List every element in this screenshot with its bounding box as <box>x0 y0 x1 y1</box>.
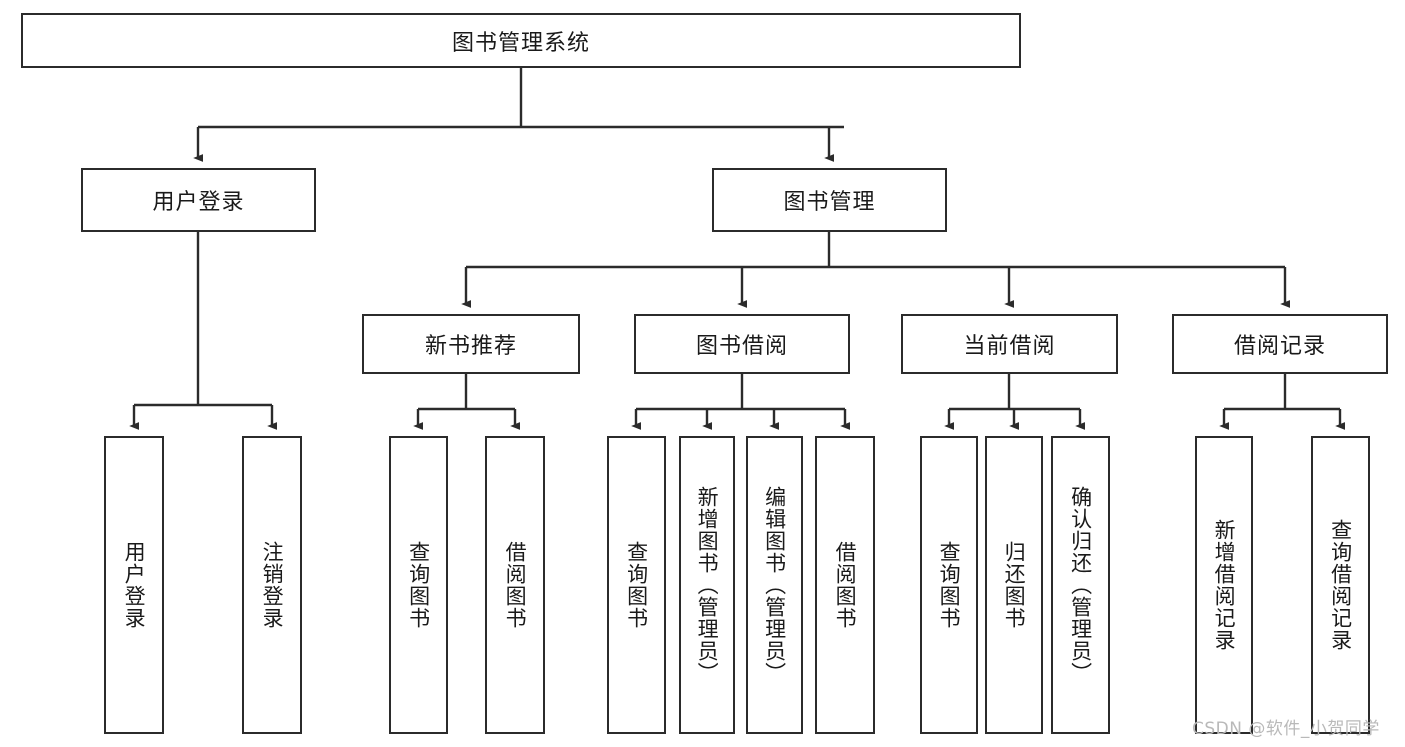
leaf-confirm-return-admin-label: 确认归还（管理员） <box>1068 486 1093 684</box>
leaf-borrow-book-newbook-label: 借阅图书 <box>503 541 528 629</box>
leaf-confirm-return-admin[interactable]: 确认归还（管理员） <box>1051 436 1110 734</box>
leaf-add-borrow-record[interactable]: 新增借阅记录 <box>1195 436 1253 734</box>
node-borrow-record[interactable]: 借阅记录 <box>1172 314 1388 374</box>
leaf-borrow-book-newbook[interactable]: 借阅图书 <box>485 436 545 734</box>
leaf-logout-login[interactable]: 注销登录 <box>242 436 302 734</box>
node-borrow-record-label: 借阅记录 <box>1233 334 1326 359</box>
node-new-book-recommend-label: 新书推荐 <box>424 334 517 359</box>
node-book-borrow[interactable]: 图书借阅 <box>634 314 850 374</box>
leaf-edit-book-admin[interactable]: 编辑图书（管理员） <box>746 436 803 734</box>
leaf-add-book-admin[interactable]: 新增图书（管理员） <box>679 436 735 734</box>
leaf-borrow-book[interactable]: 借阅图书 <box>815 436 875 734</box>
node-current-borrow-label: 当前借阅 <box>963 334 1056 359</box>
node-new-book-recommend[interactable]: 新书推荐 <box>362 314 580 374</box>
leaf-query-borrow-record-label: 查询借阅记录 <box>1328 519 1353 651</box>
leaf-query-book-borrow[interactable]: 查询图书 <box>607 436 666 734</box>
node-book-management-label: 图书管理 <box>783 190 876 215</box>
leaf-borrow-book-label: 借阅图书 <box>833 541 858 629</box>
leaf-add-borrow-record-label: 新增借阅记录 <box>1212 519 1237 651</box>
csdn-watermark: CSDN @软件_小贺同学 <box>1192 719 1380 739</box>
leaf-query-book-current-label: 查询图书 <box>937 541 962 629</box>
leaf-return-book[interactable]: 归还图书 <box>985 436 1043 734</box>
node-current-borrow[interactable]: 当前借阅 <box>901 314 1118 374</box>
leaf-return-book-label: 归还图书 <box>1002 541 1027 629</box>
node-user-login-label: 用户登录 <box>152 190 245 215</box>
node-book-borrow-label: 图书借阅 <box>695 334 788 359</box>
node-root[interactable]: 图书管理系统 <box>21 13 1021 68</box>
leaf-user-login-label: 用户登录 <box>122 541 147 629</box>
node-book-management[interactable]: 图书管理 <box>712 168 947 232</box>
leaf-user-login[interactable]: 用户登录 <box>104 436 164 734</box>
leaf-query-book-newbook[interactable]: 查询图书 <box>389 436 448 734</box>
leaf-query-book-newbook-label: 查询图书 <box>406 541 431 629</box>
leaf-query-borrow-record[interactable]: 查询借阅记录 <box>1311 436 1370 734</box>
leaf-logout-login-label: 注销登录 <box>260 541 285 629</box>
leaf-query-book-current[interactable]: 查询图书 <box>920 436 978 734</box>
node-user-login[interactable]: 用户登录 <box>81 168 316 232</box>
leaf-edit-book-admin-label: 编辑图书（管理员） <box>762 486 787 684</box>
leaf-add-book-admin-label: 新增图书（管理员） <box>695 486 720 684</box>
leaf-query-book-borrow-label: 查询图书 <box>624 541 649 629</box>
node-root-label: 图书管理系统 <box>451 30 590 56</box>
